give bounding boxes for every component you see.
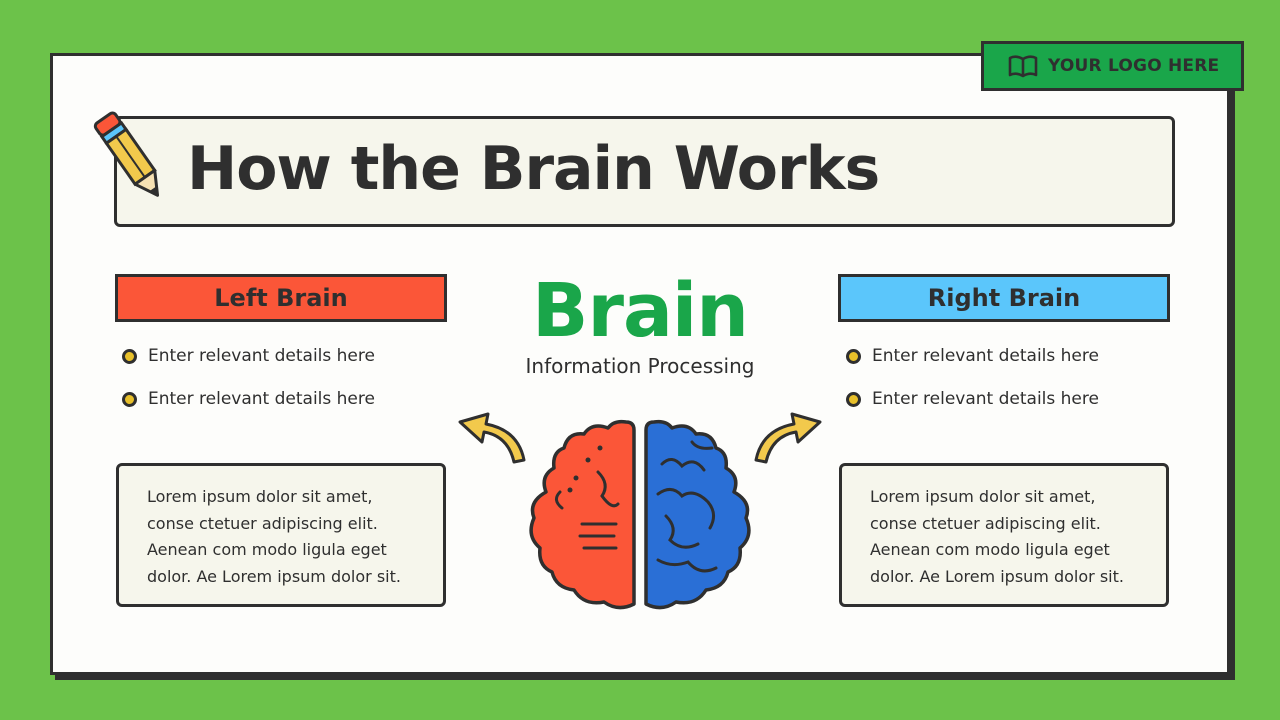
- body-line: Lorem ipsum dolor sit amet,: [870, 487, 1096, 506]
- body-line: conse ctetuer adipiscing elit.: [147, 513, 378, 533]
- bullet-text: Enter relevant details here: [872, 346, 1099, 366]
- right-brain-label: Right Brain: [838, 274, 1170, 322]
- body-line: conse ctetuer adipiscing elit.: [870, 513, 1101, 533]
- left-brain-label: Left Brain: [115, 274, 447, 322]
- body-line: dolor. Ae Lorem ipsum dolor sit.: [147, 566, 401, 586]
- brain-heading: Brain: [532, 268, 749, 354]
- list-item: Enter relevant details here: [122, 343, 375, 369]
- book-icon: [1008, 55, 1038, 78]
- body-line: Aenean com modo ligula eget: [870, 540, 1110, 559]
- bullet-text: Enter relevant details here: [872, 389, 1099, 409]
- bullet-dot-icon: [846, 391, 861, 407]
- brain-icon: [529, 419, 751, 610]
- bullet-text: Enter relevant details here: [148, 346, 375, 366]
- arrow-curve-left-icon: [458, 412, 526, 464]
- left-bullet-list: Enter relevant details here Enter releva…: [122, 343, 375, 429]
- bullet-dot-icon: [846, 348, 861, 364]
- bullet-text: Enter relevant details here: [148, 389, 375, 409]
- left-text-box: Lorem ipsum dolor sit amet, conse ctetue…: [116, 463, 446, 607]
- list-item: Enter relevant details here: [846, 343, 1099, 369]
- brain-subtitle: Information Processing: [525, 354, 755, 378]
- list-item: Enter relevant details here: [846, 386, 1099, 412]
- right-text-box: Lorem ipsum dolor sit amet, conse ctetue…: [839, 463, 1169, 607]
- title-box: [114, 116, 1175, 227]
- logo-text: YOUR LOGO HERE: [1048, 56, 1220, 76]
- body-line: Aenean com modo ligula eget: [147, 540, 387, 559]
- arrow-curve-right-icon: [754, 412, 822, 464]
- slide-title: How the Brain Works: [187, 134, 880, 204]
- pencil-icon: [93, 111, 160, 197]
- body-line: dolor. Ae Lorem ipsum dolor sit.: [870, 566, 1124, 586]
- logo-badge: YOUR LOGO HERE: [981, 41, 1244, 91]
- body-line: Lorem ipsum dolor sit amet,: [147, 487, 373, 506]
- bullet-dot-icon: [122, 348, 137, 364]
- list-item: Enter relevant details here: [122, 386, 375, 412]
- bullet-dot-icon: [122, 391, 137, 407]
- right-bullet-list: Enter relevant details here Enter releva…: [846, 343, 1099, 429]
